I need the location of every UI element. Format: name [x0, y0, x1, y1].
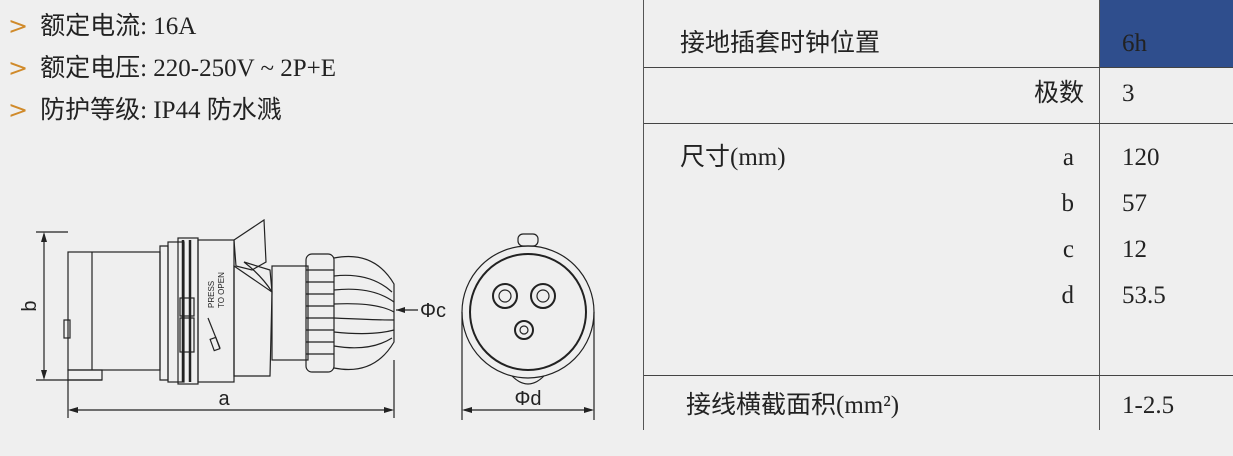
cable-gland-cap — [333, 255, 395, 371]
row-clock-position-label: 接地插套时钟位置 — [680, 30, 881, 57]
bullet-arrow-icon: > — [8, 96, 29, 124]
dim-value-b: 57 — [1122, 190, 1147, 217]
spec-protection-level: > 防护等级: IP44 防水溅 — [8, 96, 336, 124]
spec-rated-voltage: > 额定电压: 220-250V ~ 2P+E — [8, 54, 337, 82]
plug-technical-drawing: b a Φc Φd PRESS TO OPEN — [0, 180, 620, 451]
row-poles-label: 极数 — [1033, 80, 1084, 107]
dim-b-label: b — [19, 300, 41, 311]
row-wire-cross-section-value: 1-2.5 — [1122, 392, 1175, 419]
plug-front-outer — [461, 245, 595, 379]
dim-c-label: Φc — [420, 300, 446, 322]
cable-gland-nut — [305, 253, 335, 373]
row-clock-position-value: 6h — [1122, 30, 1147, 57]
press-to-open-text-1: PRESS — [207, 281, 216, 308]
dim-d-label: Φd — [514, 388, 541, 410]
row-divider — [644, 375, 1233, 376]
spec-table: 接地插套时钟位置 6h 极数 3 尺寸(mm) a 120 b 57 c 12 … — [644, 0, 1233, 451]
column-divider — [1099, 0, 1100, 430]
bullet-arrow-icon: > — [8, 54, 29, 82]
plug-body-mid — [197, 239, 235, 383]
dim-key-c: c — [1062, 236, 1074, 263]
dim-a-label: a — [218, 388, 230, 410]
highlight-cell — [1100, 0, 1233, 67]
dim-value-a: 120 — [1122, 144, 1160, 171]
row-dimensions-label: 尺寸(mm) — [680, 144, 786, 171]
row-divider — [644, 67, 1233, 68]
dim-value-d: 53.5 — [1122, 282, 1166, 309]
divider — [643, 0, 644, 430]
plug-drawing-svg: b a Φc Φd PRESS TO OPEN — [19, 218, 595, 420]
spec-list: > 额定电流: 16A > 额定电压: 220-250V ~ 2P+E > 防护等级:… — [8, 14, 336, 140]
spec-rated-current: > 额定电流: 16A — [8, 12, 336, 40]
plug-flap — [233, 218, 267, 271]
row-poles-value: 3 — [1122, 80, 1135, 107]
bullet-arrow-icon: > — [8, 12, 29, 40]
spec-rated-current-text: 额定电流: 16A — [40, 13, 197, 40]
dim-value-c: 12 — [1122, 236, 1147, 263]
dim-key-b: b — [1061, 190, 1075, 217]
row-divider — [644, 123, 1233, 124]
dim-key-d: d — [1061, 282, 1075, 309]
spec-rated-voltage-text: 额定电压: 220-250V ~ 2P+E — [40, 55, 337, 82]
dim-key-a: a — [1062, 144, 1074, 171]
plug-body-rear — [67, 251, 161, 371]
press-to-open-text-2: TO OPEN — [217, 272, 226, 308]
row-wire-cross-section-label: 接线横截面积(mm²) — [686, 392, 900, 419]
spec-protection-level-text: 防护等级: IP44 防水溅 — [40, 97, 282, 124]
